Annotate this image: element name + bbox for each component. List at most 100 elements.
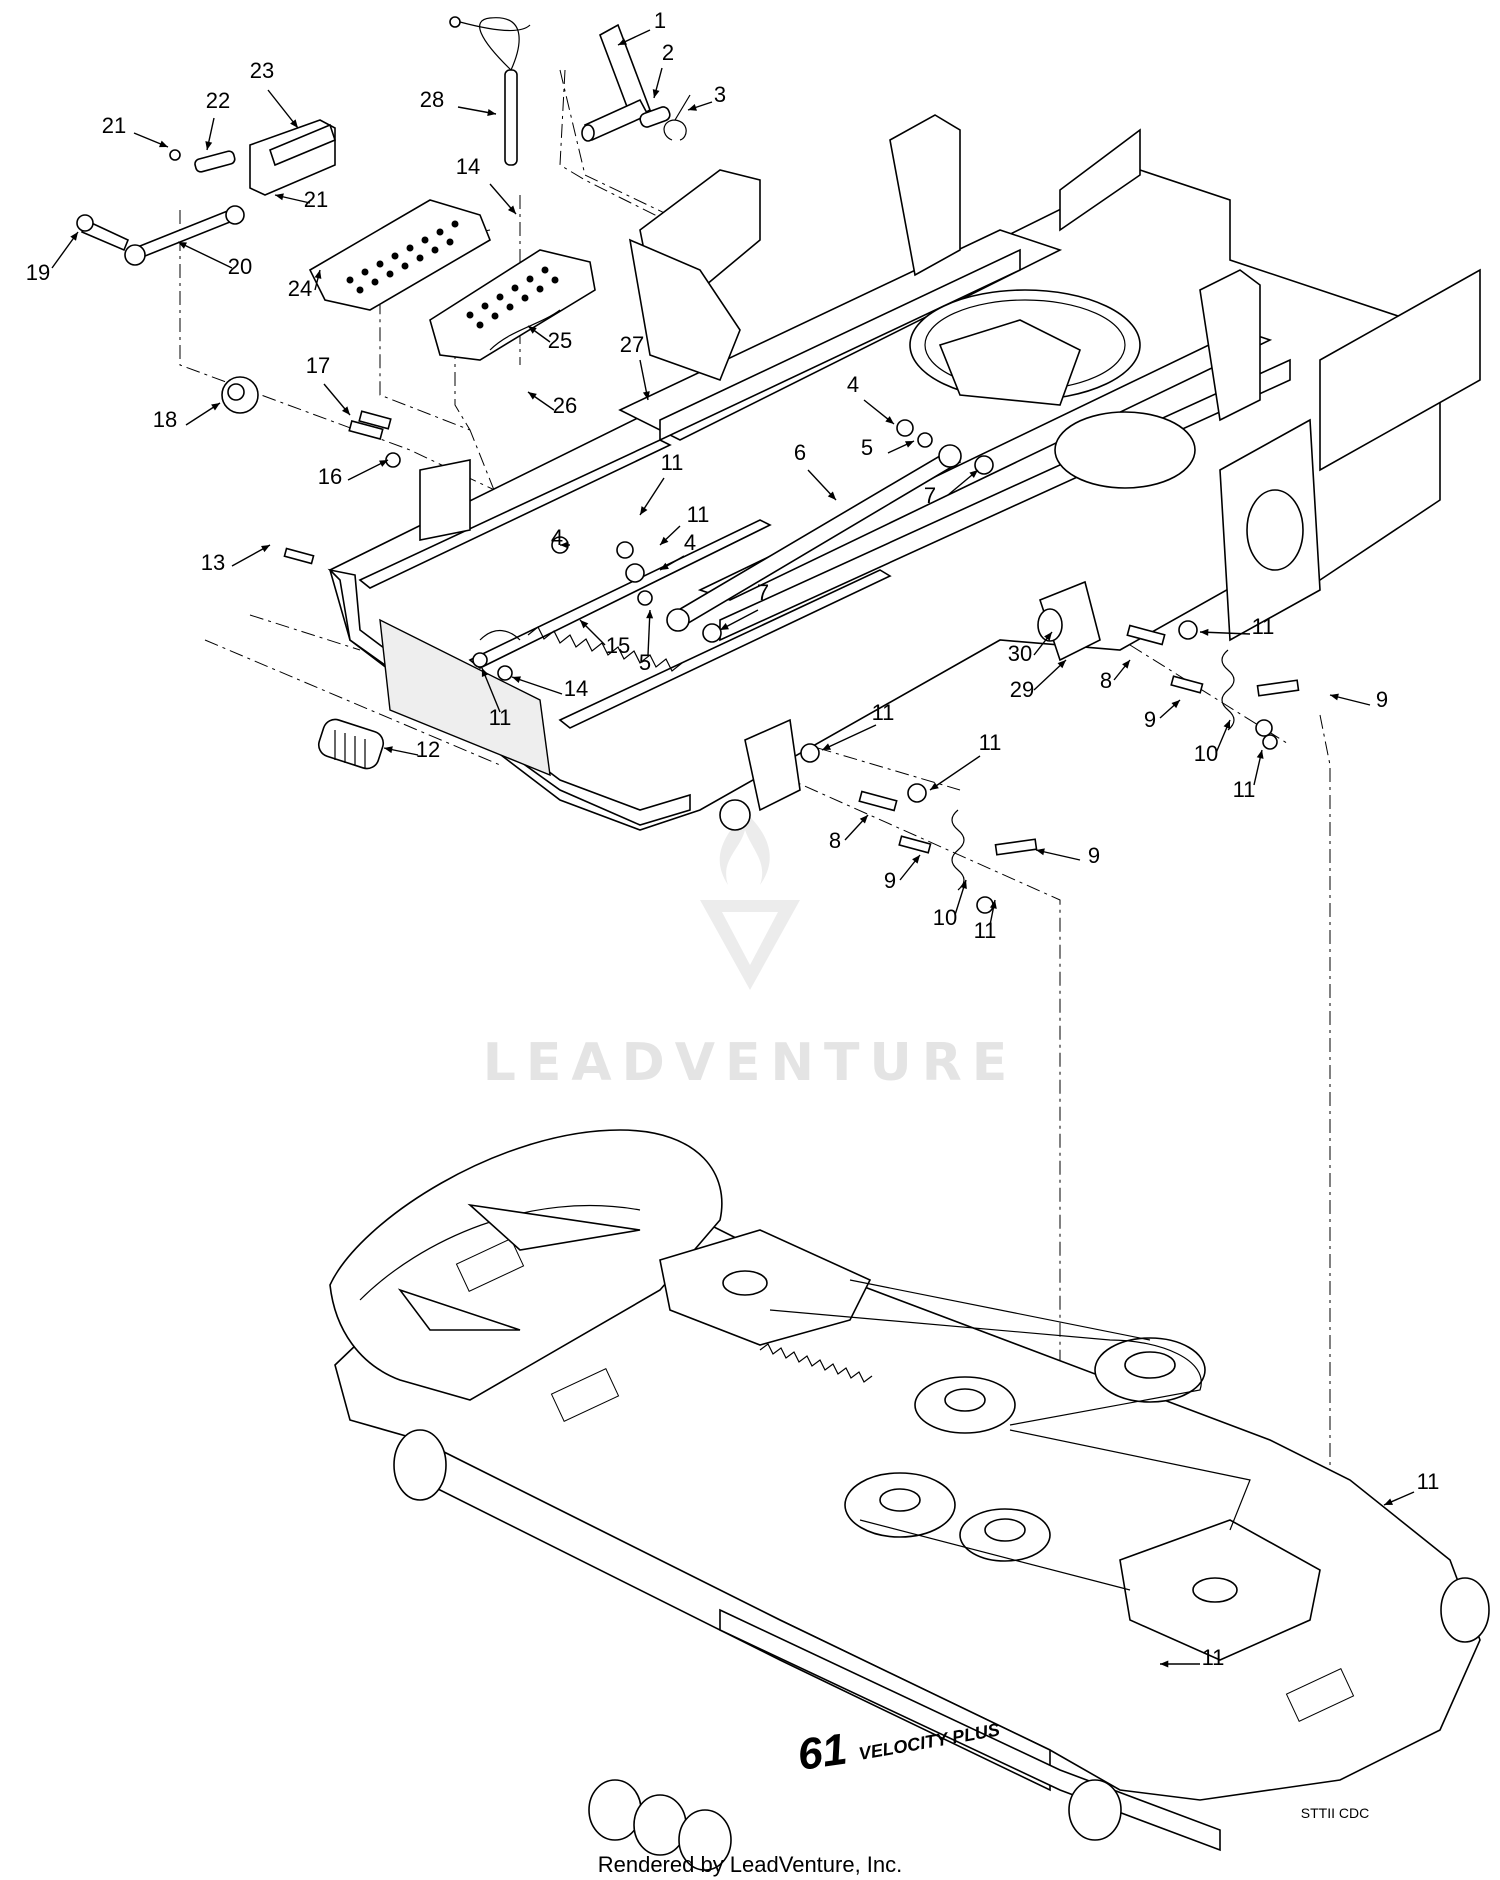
callout-arrowhead-icon <box>560 541 569 549</box>
callout-arrowhead-icon <box>652 89 660 98</box>
callout-arrowhead-icon <box>314 270 322 279</box>
callout-label-28: 28 <box>420 87 444 112</box>
callout-label-15: 15 <box>606 633 630 658</box>
deck-wheels <box>393 1429 1490 1871</box>
callout-leader-20 <box>177 241 233 269</box>
callout-label-11: 11 <box>1252 614 1275 639</box>
callout-arrowhead-icon <box>528 326 537 334</box>
callout-label-9: 9 <box>1376 687 1388 712</box>
callout-arrowhead-icon <box>487 109 496 116</box>
callout-arrowhead-icon <box>1256 750 1264 759</box>
mower-deck: 61 VELOCITY PLUS <box>329 1129 1490 1871</box>
callout-label-10: 10 <box>1194 741 1218 766</box>
callout-arrowhead-icon <box>528 392 537 400</box>
callout-arrowhead-icon <box>720 623 729 630</box>
callout-label-18: 18 <box>153 407 177 432</box>
height-pedal-assembly <box>76 119 336 266</box>
callout-label-11: 11 <box>1233 777 1256 802</box>
hardware <box>221 376 1381 1676</box>
callout-label-4: 4 <box>551 525 563 550</box>
lift-handle-assembly <box>581 23 691 142</box>
lock-pin <box>449 16 531 166</box>
callout-arrowhead-icon <box>646 610 654 619</box>
callout-arrowhead-icon <box>261 545 270 553</box>
callout-arrowhead-icon <box>642 391 650 400</box>
v-logo-icon <box>700 900 800 990</box>
callout-label-11: 11 <box>1417 1469 1440 1494</box>
callout-label-6: 6 <box>794 440 806 465</box>
callout-label-13: 13 <box>201 550 225 575</box>
callout-arrowhead-icon <box>859 815 868 824</box>
callout-arrowhead-icon <box>159 140 168 148</box>
callout-arrowhead-icon <box>275 193 284 201</box>
callout-arrowhead-icon <box>989 900 997 909</box>
callout-arrowhead-icon <box>618 38 627 45</box>
callout-label-2: 2 <box>662 40 674 65</box>
callout-label-9: 9 <box>1088 843 1100 868</box>
callout-arrowhead-icon <box>1223 720 1230 729</box>
callout-arrowhead-icon <box>379 460 388 467</box>
callout-label-4: 4 <box>684 530 696 555</box>
callout-label-19: 19 <box>26 260 50 285</box>
callout-arrowhead-icon <box>885 416 894 424</box>
watermark-text: LEADVENTURE <box>483 1033 1018 1093</box>
callout-arrowhead-icon <box>178 242 187 249</box>
callout-label-23: 23 <box>250 58 274 83</box>
callout-label-17: 17 <box>306 353 330 378</box>
callout-label-21: 21 <box>102 113 126 138</box>
callout-label-29: 29 <box>1010 677 1034 702</box>
callout-label-8: 8 <box>1100 668 1112 693</box>
callout-label-4: 4 <box>847 372 859 397</box>
callout-label-22: 22 <box>206 88 230 113</box>
step-plate-holes <box>346 220 459 294</box>
callout-arrowhead-icon <box>70 232 78 241</box>
callout-arrowhead-icon <box>930 782 939 790</box>
callout-arrowhead-icon <box>205 141 213 150</box>
callout-arrowhead-icon <box>905 441 914 448</box>
callout-label-5: 5 <box>639 650 651 675</box>
callout-label-5: 5 <box>861 435 873 460</box>
callout-label-11: 11 <box>489 705 512 730</box>
step-plates <box>308 199 596 361</box>
callout-arrowhead-icon <box>512 676 521 683</box>
callout-label-8: 8 <box>829 828 841 853</box>
callout-arrowhead-icon <box>481 668 489 677</box>
callout-label-30: 30 <box>1008 641 1032 666</box>
callout-label-27: 27 <box>620 332 644 357</box>
callout-arrowhead-icon <box>822 743 831 750</box>
callout-label-25: 25 <box>548 328 572 353</box>
callout-leader-11 <box>821 724 877 751</box>
callout-label-14: 14 <box>456 154 480 179</box>
callout-label-11: 11 <box>872 700 895 725</box>
callout-label-9: 9 <box>1144 707 1156 732</box>
callout-label-16: 16 <box>318 464 342 489</box>
callout-arrowhead-icon <box>580 620 589 629</box>
callout-leader-11 <box>1199 631 1251 635</box>
callout-label-11: 11 <box>979 730 1002 755</box>
callout-arrowhead-icon <box>341 406 350 415</box>
callout-arrowhead-icon <box>507 205 516 214</box>
tension-spring <box>479 626 683 672</box>
callout-leader-11 <box>929 755 981 791</box>
callout-label-12: 12 <box>416 737 440 762</box>
callout-arrowhead-icon <box>1044 632 1052 641</box>
callout-arrowhead-icon <box>1330 693 1339 701</box>
callout-arrowhead-icon <box>688 104 697 111</box>
footer-credit: Rendered by LeadVenture, Inc. <box>598 1852 903 1877</box>
callout-label-20: 20 <box>228 254 252 279</box>
callout-arrowhead-icon <box>960 880 967 889</box>
callout-label-10: 10 <box>933 905 957 930</box>
callout-label-11: 11 <box>687 502 710 527</box>
callout-arrowhead-icon <box>1200 628 1209 636</box>
callout-arrowhead-icon <box>660 536 669 545</box>
callout-label-24: 24 <box>288 276 312 301</box>
callout-label-26: 26 <box>553 393 577 418</box>
callout-arrowhead-icon <box>290 119 298 128</box>
callout-arrowhead-icon <box>1057 660 1066 669</box>
callout-arrowhead-icon <box>660 562 669 570</box>
drawing-code: STTII CDC <box>1301 1805 1369 1821</box>
callout-label-7: 7 <box>924 483 936 508</box>
watermark: LEADVENTURE <box>483 812 1018 1093</box>
